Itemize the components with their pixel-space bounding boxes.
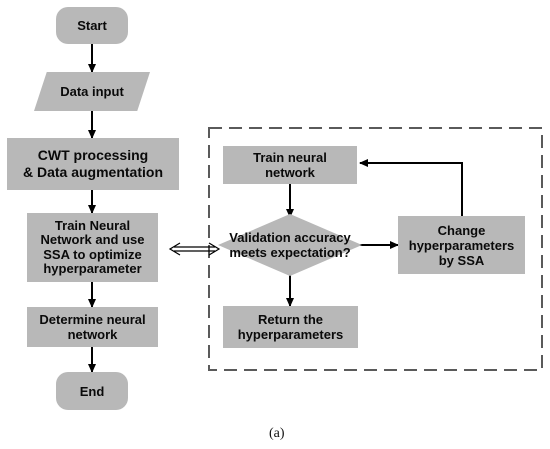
determine-network-node: Determine neural network [27, 307, 158, 347]
end-node: End [56, 372, 128, 410]
train-neural-network-node: Train neural network [223, 146, 357, 184]
return-hyperparameters-node: Return the hyperparameters [223, 306, 358, 348]
cwt-processing-node: CWT processing & Data augmentation [7, 138, 179, 190]
validation-label: Validation accuracy meets expectation? [229, 230, 351, 260]
subprocess-container [208, 127, 543, 371]
double-arrow-link [168, 242, 221, 256]
change-hyperparameters-node: Change hyperparameters by SSA [398, 216, 525, 274]
arrow-change-to-train [359, 159, 463, 216]
data-input-node: Data input [34, 72, 150, 111]
figure-caption: (a) [269, 426, 285, 441]
validation-diamond [218, 214, 362, 276]
train-ssa-node: Train Neural Network and use SSA to opti… [27, 213, 158, 282]
start-node: Start [56, 7, 128, 44]
